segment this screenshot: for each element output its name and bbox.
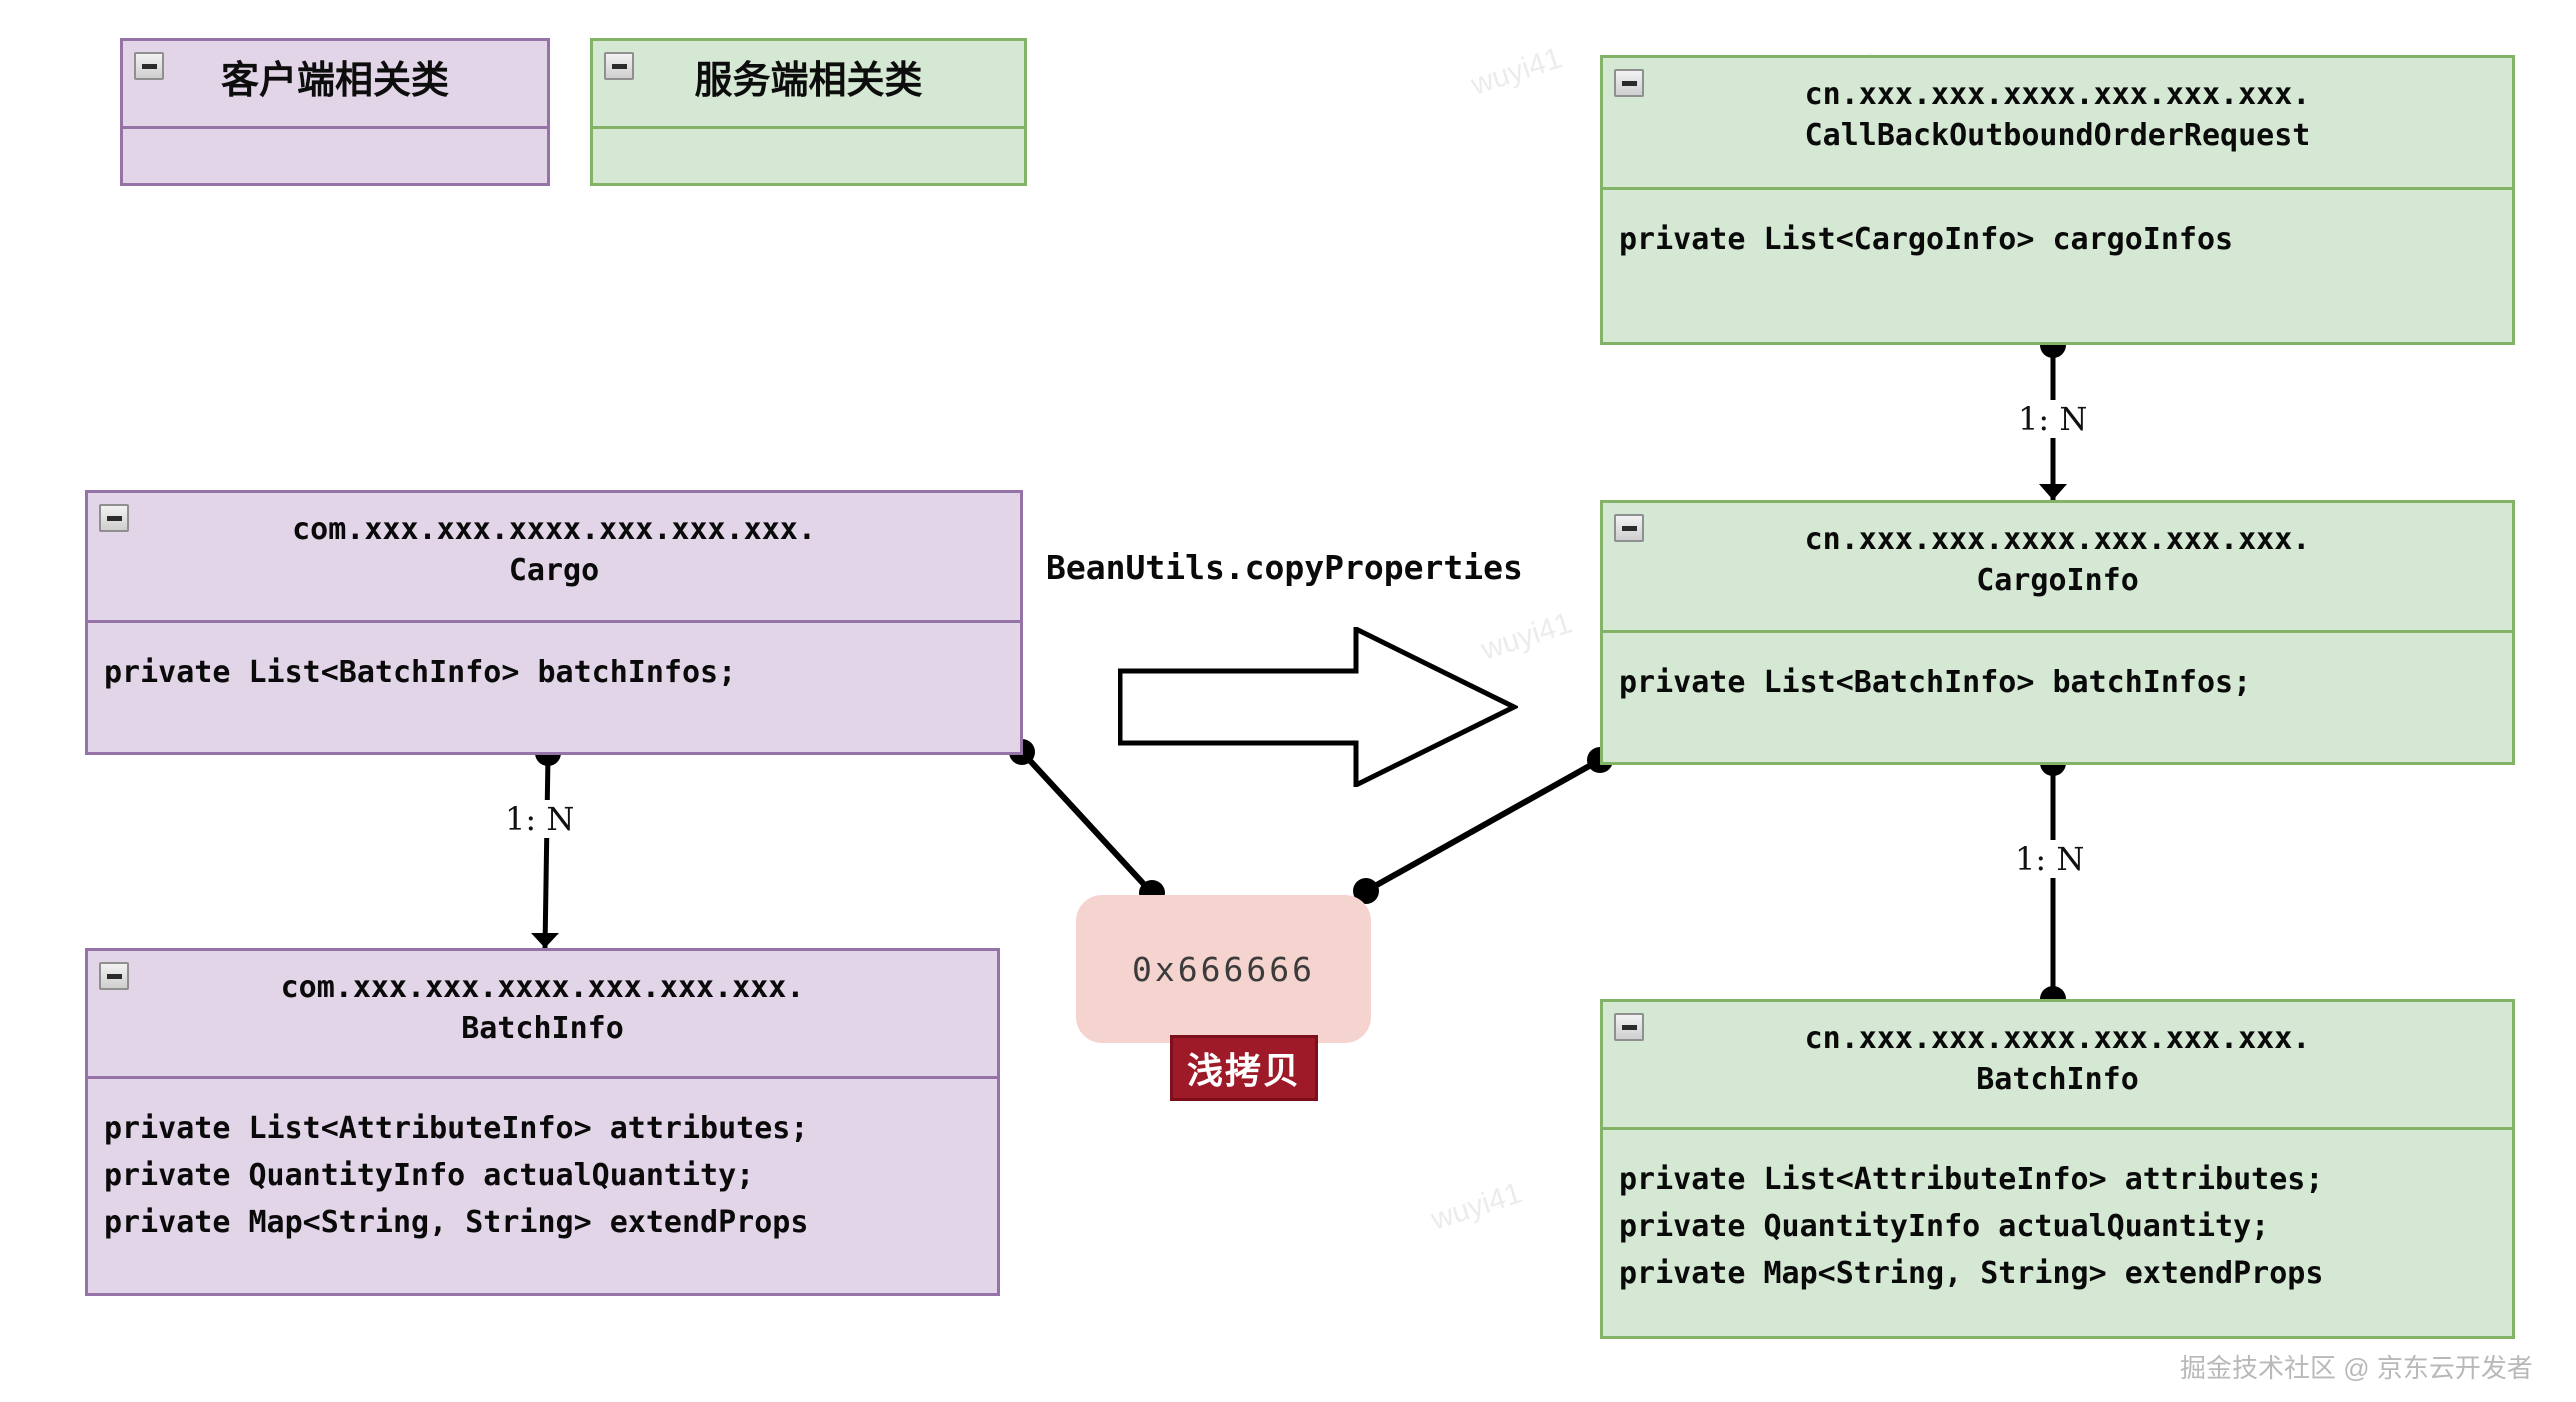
class-title-callback-request: cn.xxx.xxx.xxxx.xxx.xxx.xxx. CallBackOut…: [1804, 77, 2311, 153]
minus-icon[interactable]: [1614, 1013, 1644, 1041]
class-fields-cargo-info: private List<BatchInfo> batchInfos;: [1603, 633, 2512, 762]
class-box-batch-info-client[interactable]: com.xxx.xxx.xxxx.xxx.xxx.xxx. BatchInfo …: [85, 948, 1000, 1296]
class-fields-cargo: private List<BatchInfo> batchInfos;: [88, 623, 1020, 752]
edge-label-cargoinfo-to-batchinfo: 1: N: [2010, 840, 2090, 878]
class-box-cargo[interactable]: com.xxx.xxx.xxxx.xxx.xxx.xxx. Cargo priv…: [85, 490, 1023, 755]
legend-server-header: 服务端相关类: [593, 41, 1024, 129]
class-title-batch-info-server: cn.xxx.xxx.xxxx.xxx.xxx.xxx. BatchInfo: [1804, 1021, 2311, 1097]
minus-icon[interactable]: [99, 504, 129, 532]
class-box-cargo-info[interactable]: cn.xxx.xxx.xxxx.xxx.xxx.xxx. CargoInfo p…: [1600, 500, 2515, 765]
legend-client-box[interactable]: 客户端相关类: [120, 38, 550, 186]
field-list: private List<AttributeInfo> attributes; …: [1619, 1162, 2324, 1291]
edge-label-callback-to-cargoinfo: 1: N: [2013, 400, 2093, 438]
minus-icon[interactable]: [99, 962, 129, 990]
minus-icon[interactable]: [1614, 514, 1644, 542]
class-header-batch-info-server: cn.xxx.xxx.xxxx.xxx.xxx.xxx. BatchInfo: [1603, 1002, 2512, 1130]
class-header-cargo: com.xxx.xxx.xxxx.xxx.xxx.xxx. Cargo: [88, 493, 1020, 623]
field-list: private List<BatchInfo> batchInfos;: [104, 655, 737, 690]
class-title-cargo: com.xxx.xxx.xxxx.xxx.xxx.xxx. Cargo: [292, 512, 816, 588]
minus-icon[interactable]: [604, 52, 634, 80]
class-title-cargo-info: cn.xxx.xxx.xxxx.xxx.xxx.xxx. CargoInfo: [1804, 522, 2311, 598]
site-watermark: 掘金技术社区 @ 京东云开发者: [2180, 1353, 2533, 1383]
edge-label-cargo-to-batchinfo: 1: N: [500, 800, 580, 838]
edge-cargo-to-batchinfo: [531, 740, 561, 949]
class-box-callback-request[interactable]: cn.xxx.xxx.xxxx.xxx.xxx.xxx. CallBackOut…: [1600, 55, 2515, 345]
field-list: private List<CargoInfo> cargoInfos: [1619, 222, 2234, 257]
shared-reference-node[interactable]: 0x666666: [1076, 895, 1371, 1043]
legend-server-title: 服务端相关类: [694, 60, 923, 102]
legend-client-title: 客户端相关类: [220, 60, 449, 102]
class-fields-callback-request: private List<CargoInfo> cargoInfos: [1603, 190, 2512, 342]
shallow-copy-badge-label: 浅拷贝: [1186, 1050, 1301, 1091]
edge-cargoinfo-to-batchinfo: [2040, 750, 2066, 1012]
shared-reference-address: 0x666666: [1132, 949, 1315, 989]
legend-server-body: [593, 129, 1024, 183]
class-title-batch-info-client: com.xxx.xxx.xxxx.xxx.xxx.xxx. BatchInfo: [280, 970, 805, 1046]
minus-icon[interactable]: [1614, 69, 1644, 97]
class-header-batch-info-client: com.xxx.xxx.xxxx.xxx.xxx.xxx. BatchInfo: [88, 951, 997, 1079]
conversion-label: BeanUtils.copyProperties: [1046, 548, 1523, 587]
class-box-batch-info-server[interactable]: cn.xxx.xxx.xxxx.xxx.xxx.xxx. BatchInfo p…: [1600, 999, 2515, 1339]
class-header-cargo-info: cn.xxx.xxx.xxxx.xxx.xxx.xxx. CargoInfo: [1603, 503, 2512, 633]
field-list: private List<BatchInfo> batchInfos;: [1619, 665, 2252, 700]
field-list: private List<AttributeInfo> attributes; …: [104, 1111, 809, 1240]
class-fields-batch-info-server: private List<AttributeInfo> attributes; …: [1603, 1130, 2512, 1336]
right-arrow-icon: [1118, 627, 1518, 787]
class-header-callback-request: cn.xxx.xxx.xxxx.xxx.xxx.xxx. CallBackOut…: [1603, 58, 2512, 190]
legend-client-body: [123, 129, 547, 183]
shallow-copy-badge: 浅拷贝: [1170, 1035, 1318, 1101]
minus-icon[interactable]: [134, 52, 164, 80]
legend-client-header: 客户端相关类: [123, 41, 547, 129]
legend-server-box[interactable]: 服务端相关类: [590, 38, 1027, 186]
class-fields-batch-info-client: private List<AttributeInfo> attributes; …: [88, 1079, 997, 1293]
